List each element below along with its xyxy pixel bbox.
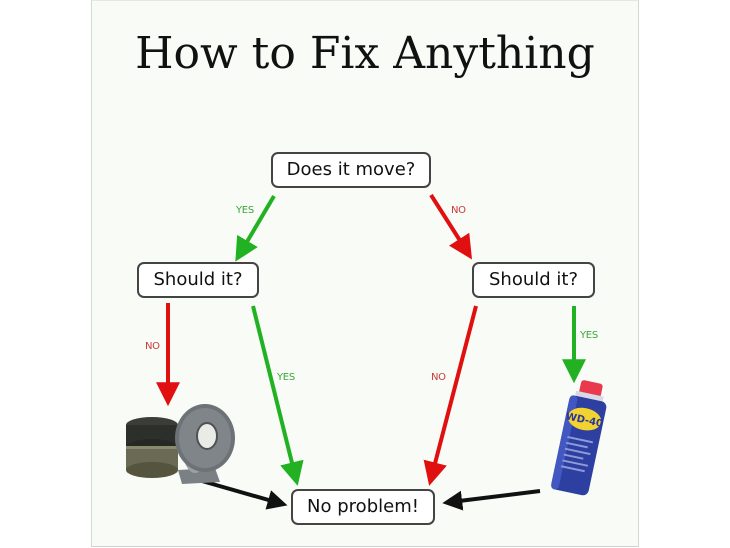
label-right-no: NO — [431, 372, 446, 383]
arrow-start-yes — [235, 194, 276, 262]
arrow-left-yes — [251, 305, 304, 486]
label-start-no: NO — [451, 205, 466, 216]
node-no-problem: No problem! — [291, 489, 435, 525]
arrow-tape-end — [201, 479, 288, 510]
arrow-wd40-end — [442, 489, 541, 511]
duct-tape-icon — [126, 404, 235, 484]
label-left-yes: YES — [277, 372, 295, 383]
node-should-it-right: Should it? — [472, 262, 595, 298]
diagram-title: How to Fix Anything — [135, 28, 595, 79]
wd40-can-icon: WD-40 — [551, 380, 607, 496]
label-right-yes: YES — [580, 330, 598, 341]
label-start-yes: YES — [236, 205, 254, 216]
node-does-it-move: Does it move? — [271, 152, 431, 188]
label-left-no: NO — [145, 341, 160, 352]
node-should-it-left: Should it? — [137, 262, 259, 298]
arrow-right-no — [423, 305, 478, 486]
arrow-start-no — [429, 193, 473, 260]
